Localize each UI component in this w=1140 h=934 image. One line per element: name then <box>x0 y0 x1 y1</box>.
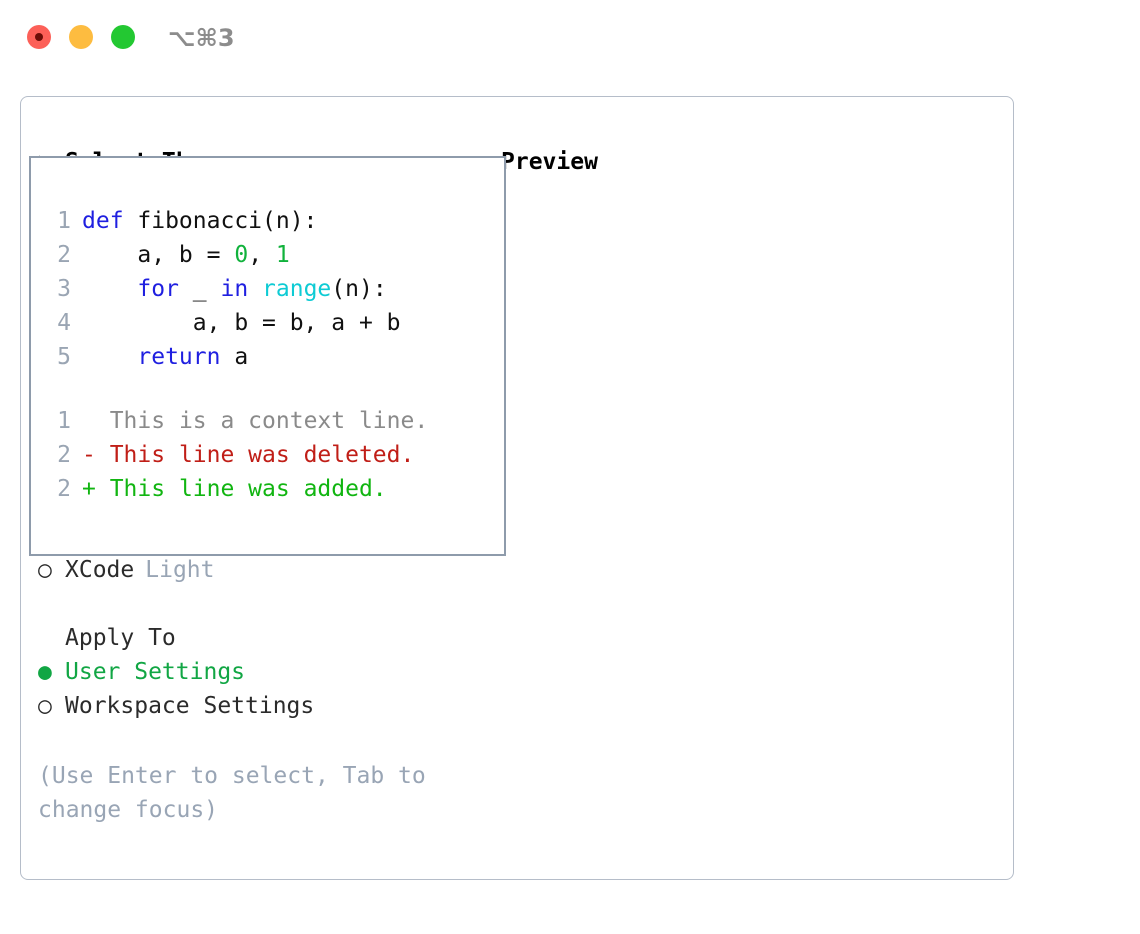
title-bar: ⌥⌘3 <box>0 0 1140 78</box>
line-number: 3 <box>57 276 71 302</box>
code-token-plain: (n): <box>331 276 387 302</box>
diff-line-text: This line was deleted. <box>95 442 415 468</box>
code-diff-spacer <box>47 374 496 404</box>
diff-sign: + <box>82 476 96 502</box>
code-line: 2 a, b = 0, 1 <box>47 238 496 272</box>
theme-name: XCode <box>65 557 135 583</box>
window-controls <box>27 25 135 49</box>
code-line: 5 return a <box>47 340 496 374</box>
line-number: 1 <box>57 208 71 234</box>
apply-to-label: Apply To <box>65 625 176 651</box>
main-panel: > Select Theme ○ANSIDark○Atom OneDark○Ay… <box>20 96 1014 880</box>
code-line-text: a, b = b, a + b <box>82 306 401 340</box>
code-line-text: a, b = 0, 1 <box>82 238 290 272</box>
line-number: 4 <box>57 310 71 336</box>
radio-unselected-icon: ○ <box>38 693 52 719</box>
code-token-kw: def <box>82 208 138 234</box>
line-number: 2 <box>57 476 71 502</box>
diff-sample: 1 This is a context line.2- This line wa… <box>47 404 496 506</box>
apply-to-option[interactable]: ● User Settings <box>38 655 478 689</box>
code-token-plain: a, b = b, a + b <box>82 310 401 336</box>
code-line: 1 def fibonacci(n): <box>47 204 496 238</box>
help-hint-text: (Use Enter to select, Tab to change focu… <box>38 763 426 823</box>
code-token-kw: in <box>220 276 263 302</box>
line-number: 2 <box>57 442 71 468</box>
minimize-window-button[interactable] <box>69 25 93 49</box>
theme-variant-badge: Light <box>145 557 215 583</box>
code-line-text: def fibonacci(n): <box>82 204 317 238</box>
code-token-plain: a <box>234 344 249 370</box>
apply-to-option[interactable]: ○ Workspace Settings <box>38 689 478 723</box>
diff-line: 2 + This line was added. <box>47 472 496 506</box>
line-number: 1 <box>57 408 71 434</box>
list-spacer <box>38 587 478 621</box>
theme-list-item[interactable]: ○ XCode Light <box>38 553 478 587</box>
apply-to-header: ○ Apply To <box>38 621 478 655</box>
radio-unselected-icon: ○ <box>38 557 52 583</box>
code-token-kw: return <box>137 344 235 370</box>
preview-column: Preview <box>501 145 1001 179</box>
keyboard-shortcut-label: ⌥⌘3 <box>168 24 235 52</box>
code-line: 3 for _ in range(n): <box>47 272 496 306</box>
apply-to-option-label: User Settings <box>65 659 246 685</box>
code-token-plain: fibonacci(n): <box>137 208 318 234</box>
diff-line: 2- This line was deleted. <box>47 438 496 472</box>
diff-sign: - <box>82 442 96 468</box>
code-token-plain: _ <box>192 276 221 302</box>
maximize-window-button[interactable] <box>111 25 135 49</box>
code-token-plain <box>82 276 137 302</box>
code-line-text: return a <box>82 340 248 374</box>
apply-to-marker-placeholder: ○ <box>38 621 65 655</box>
preview-title: Preview <box>501 149 598 175</box>
code-token-plain <box>82 344 137 370</box>
code-token-num: 0 <box>234 242 249 268</box>
diff-line-text: This is a context line. <box>95 408 429 434</box>
code-token-num: 1 <box>275 242 290 268</box>
diff-line: 1 This is a context line. <box>47 404 496 438</box>
code-line: 4 a, b = b, a + b <box>47 306 496 340</box>
apply-to-option-list: ● User Settings ○ Workspace Settings <box>38 655 478 723</box>
code-line-text: for _ in range(n): <box>82 272 387 306</box>
diff-sign <box>82 404 96 438</box>
code-token-plain: a, b = <box>82 242 235 268</box>
code-token-kw: for <box>137 276 193 302</box>
line-number: 2 <box>57 242 71 268</box>
line-number: 5 <box>57 344 71 370</box>
panel-body: > Select Theme ○ANSIDark○Atom OneDark○Ay… <box>21 97 1013 879</box>
close-window-button[interactable] <box>27 25 51 49</box>
apply-to-option-label: Workspace Settings <box>65 693 315 719</box>
code-token-fn: range <box>262 276 332 302</box>
code-token-plain: , <box>248 242 276 268</box>
diff-line-text: This line was added. <box>95 476 387 502</box>
radio-selected-icon: ● <box>38 659 52 685</box>
